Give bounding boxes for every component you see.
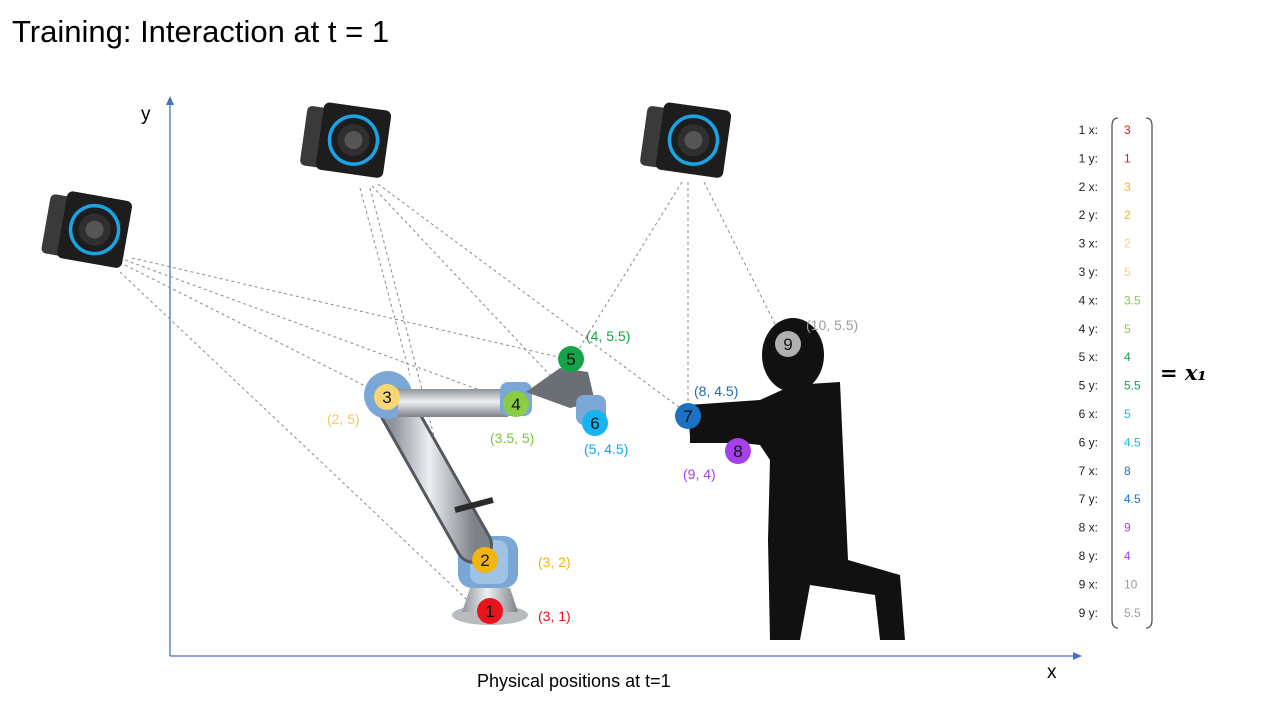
- coordinate-label-3: (2, 5): [327, 411, 360, 427]
- joint-marker-number: 9: [783, 335, 792, 354]
- joint-marker-number: 2: [480, 551, 489, 570]
- vector-row-value: 4.5: [1124, 435, 1141, 449]
- joint-marker-8: 8: [725, 438, 751, 464]
- joint-marker-circle: [374, 384, 400, 410]
- joint-marker-number: 5: [566, 350, 575, 369]
- vector-row-label: 1 x:: [1079, 123, 1098, 137]
- vector-row-label: 9 x:: [1079, 577, 1098, 591]
- coordinate-label-6: (5, 4.5): [584, 441, 628, 457]
- vector-row-label: 8 y:: [1079, 549, 1098, 563]
- vector-row-value: 3.5: [1124, 293, 1141, 307]
- joint-marker-9: 9: [775, 331, 801, 357]
- vector-equals-label: = x₁: [1160, 360, 1207, 385]
- coordinate-axes: [166, 96, 1082, 660]
- vector-row-value: 5: [1124, 265, 1131, 279]
- joint-marker-number: 1: [485, 602, 494, 621]
- joint-marker-circle: [558, 346, 584, 372]
- vector-row-value: 4: [1124, 549, 1131, 563]
- coordinate-label-1: (3, 1): [538, 608, 571, 624]
- vector-row-value: 5.5: [1124, 379, 1141, 393]
- y-axis-label: y: [141, 104, 151, 125]
- vector-row-label: 6 y:: [1079, 435, 1098, 449]
- robot-arm: [364, 368, 606, 625]
- vector-row-label: 2 y:: [1079, 208, 1098, 222]
- joint-marker-number: 8: [733, 442, 742, 461]
- vector-row-value: 5: [1124, 407, 1131, 421]
- joint-marker-1: 1: [477, 598, 503, 624]
- vector-row-value: 10: [1124, 577, 1138, 591]
- vector-row-label: 7 x:: [1079, 464, 1098, 478]
- coordinate-labels: (3, 1) (3, 2) (2, 5) (3.5, 5) (4, 5.5) (5, 4.…: [327, 317, 858, 624]
- joint-marker-number: 6: [590, 414, 599, 433]
- vector-row-label: 8 x:: [1079, 521, 1098, 535]
- coordinate-label-9: (10, 5.5): [806, 317, 858, 333]
- vector-row-label: 3 y:: [1079, 265, 1098, 279]
- tracking-lines: [119, 181, 784, 613]
- vector-row-label: 1 y:: [1079, 151, 1098, 165]
- vector-row-value: 4: [1124, 350, 1131, 364]
- joint-marker-7: 7: [675, 403, 701, 429]
- joint-marker-circle: [503, 391, 529, 417]
- vector-row-value: 5.5: [1124, 606, 1141, 620]
- human-figure: [688, 318, 905, 640]
- joint-marker-5: 5: [558, 346, 584, 372]
- camera-icon: [41, 191, 133, 268]
- joint-marker-circle: [477, 598, 503, 624]
- camera-icon: [300, 102, 392, 178]
- joint-marker-3: 3: [374, 384, 400, 410]
- vector-row-value: 1: [1124, 151, 1131, 165]
- coordinate-label-4: (3.5, 5): [490, 430, 534, 446]
- vector-brackets: [1111, 117, 1153, 629]
- joint-marker-circle: [775, 331, 801, 357]
- coordinate-label-7: (8, 4.5): [694, 383, 738, 399]
- camera-icon: [640, 102, 732, 178]
- vector-row-label: 4 x:: [1079, 293, 1098, 307]
- vector-row-value: 2: [1124, 237, 1131, 251]
- vector-row-value: 4.5: [1124, 492, 1141, 506]
- vector-row-value: 9: [1124, 521, 1131, 535]
- state-vector: 1 x: 3 1 y: 1 2 x: 3 2 y: 2 3 x: 2 3 y: 5 4 x: 3.5 4 y…: [1079, 123, 1141, 620]
- joint-marker-circle: [472, 547, 498, 573]
- x-axis-label: x: [1047, 662, 1057, 683]
- joint-marker-2: 2: [472, 547, 498, 573]
- joint-marker-4: 4: [503, 391, 529, 417]
- vector-row-label: 5 x:: [1079, 350, 1098, 364]
- vector-row-label: 6 x:: [1079, 407, 1098, 421]
- vector-row-value: 2: [1124, 208, 1131, 222]
- vector-row-value: 3: [1124, 123, 1131, 137]
- vector-row-label: 9 y:: [1079, 606, 1098, 620]
- vector-row-label: 4 y:: [1079, 322, 1098, 336]
- vector-row-value: 3: [1124, 180, 1131, 194]
- joint-markers: 1 2 3 4 5 6 7 8 9: [374, 331, 801, 624]
- slide-title: Training: Interaction at t = 1: [12, 14, 390, 49]
- joint-marker-number: 7: [683, 407, 692, 426]
- joint-marker-number: 3: [382, 388, 391, 407]
- coordinate-label-8: (9, 4): [683, 466, 716, 482]
- joint-marker-circle: [725, 438, 751, 464]
- joint-marker-number: 4: [511, 395, 520, 414]
- vector-row-value: 8: [1124, 464, 1131, 478]
- diagram-caption: Physical positions at t=1: [477, 671, 671, 691]
- joint-marker-circle: [675, 403, 701, 429]
- vector-row-value: 5: [1124, 322, 1131, 336]
- coordinate-label-2: (3, 2): [538, 554, 571, 570]
- joint-marker-6: 6: [582, 410, 608, 436]
- vector-row-label: 5 y:: [1079, 379, 1098, 393]
- joint-marker-circle: [582, 410, 608, 436]
- vector-row-label: 7 y:: [1079, 492, 1098, 506]
- vector-row-label: 2 x:: [1079, 180, 1098, 194]
- vector-row-label: 3 x:: [1079, 237, 1098, 251]
- coordinate-label-5: (4, 5.5): [586, 328, 630, 344]
